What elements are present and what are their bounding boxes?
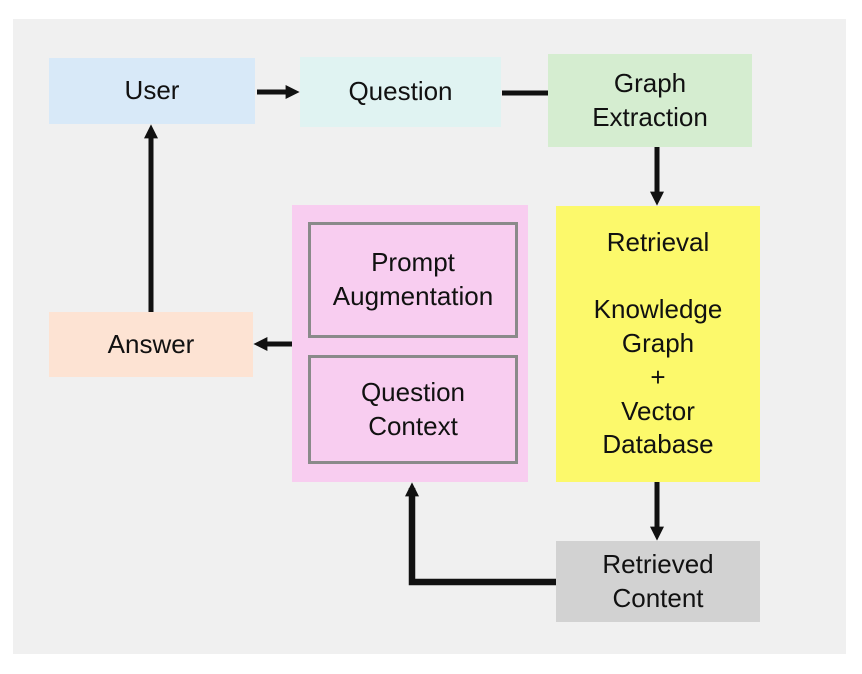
node-graph-extraction: Graph Extraction — [548, 54, 752, 147]
node-answer: Answer — [49, 312, 253, 377]
diagram-canvas: User Question Graph Extraction Retrieval… — [13, 19, 846, 654]
node-retrieved-content: Retrieved Content — [556, 541, 760, 622]
node-question-context: Question Context — [308, 355, 518, 464]
node-question: Question — [300, 57, 501, 127]
group-prompt-augmentation-container: Prompt Augmentation Question Context — [292, 205, 528, 482]
arrow-retrieved-content-to-question-context — [405, 482, 556, 586]
node-retrieval-knowledge-graph-vector-database: Retrieval Knowledge Graph + Vector Datab… — [556, 206, 760, 482]
node-prompt-augmentation: Prompt Augmentation — [308, 222, 518, 338]
node-user: User — [49, 58, 255, 124]
